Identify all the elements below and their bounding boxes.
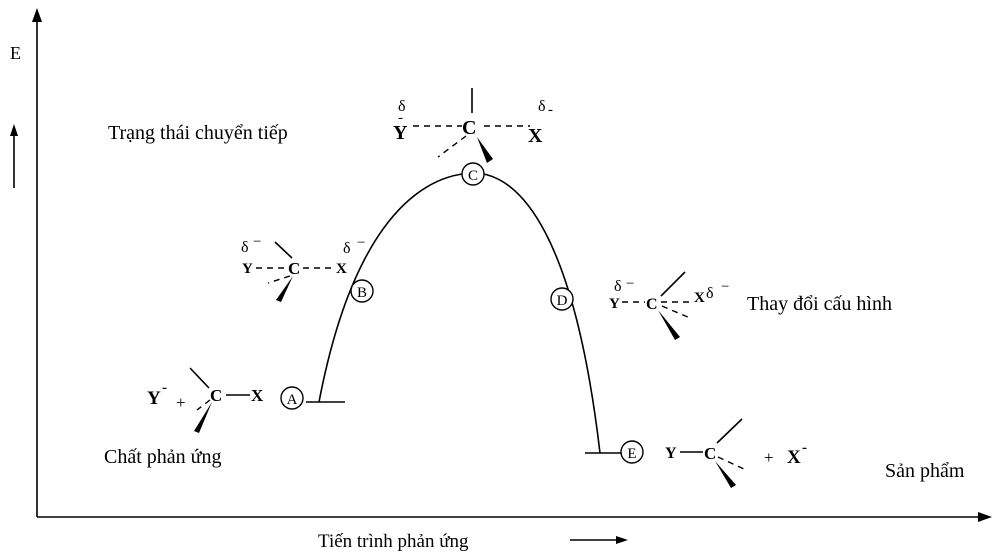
d-wedge	[658, 310, 680, 340]
transition-state-label: Trạng thái chuyển tiếp	[108, 122, 288, 144]
d-minus-y: −	[626, 276, 634, 292]
reactant-bond-up	[189, 367, 210, 389]
ts-x: X	[528, 125, 543, 147]
configuration-change-label: Thay đổi cấu hình	[747, 293, 892, 315]
y-axis-label: E	[10, 43, 21, 63]
b-c: C	[288, 259, 300, 278]
point-a-marker: A	[280, 386, 304, 410]
product-x: X	[787, 447, 801, 468]
ts-minus-y: -	[398, 110, 403, 126]
point-e-marker: E	[620, 440, 644, 464]
product-bond-up	[716, 418, 743, 444]
reactant-x: X	[251, 386, 264, 405]
b-minus-y: −	[253, 234, 261, 250]
d-bond-dash	[661, 305, 691, 319]
reactant-plus: +	[176, 393, 186, 412]
ts-delta-x: δ	[538, 98, 546, 115]
reactant-wedge	[194, 402, 212, 433]
x-direction-arrowhead	[616, 536, 628, 544]
point-b-marker: B	[350, 279, 374, 303]
reactant-bond-dash	[196, 399, 211, 411]
point-c-label: C	[468, 168, 478, 184]
b-y: Y	[242, 261, 253, 277]
point-a-label: A	[287, 392, 298, 408]
b-minus-x: −	[357, 235, 365, 251]
y-axis-arrowhead	[32, 8, 42, 22]
y-direction-arrowhead	[10, 124, 18, 136]
b-delta-y: δ	[241, 239, 249, 256]
product-x-charge: -	[802, 440, 807, 456]
ts-c: C	[462, 117, 476, 139]
energy-curve	[318, 172, 601, 454]
x-axis-label: Tiến trình phản ứng	[318, 531, 469, 552]
d-minus-x: −	[721, 279, 729, 295]
point-b-label: B	[357, 285, 367, 301]
ts-delta-y: δ	[398, 98, 406, 115]
ts-wedge	[477, 137, 493, 163]
product-structure: Y C + X -	[665, 418, 807, 488]
d-c: C	[646, 296, 658, 313]
reactant-c: C	[210, 386, 222, 405]
point-d-marker: D	[550, 287, 574, 311]
product-wedge	[715, 461, 736, 488]
b-bond-up	[274, 241, 293, 259]
ts-minus-x: -	[548, 102, 553, 118]
d-y: Y	[609, 296, 620, 312]
product-plus: +	[764, 448, 774, 467]
product-bond-dash	[717, 456, 747, 471]
b-wedge	[276, 276, 293, 302]
b-bond-dash	[267, 275, 291, 284]
ts-y: Y	[393, 122, 408, 144]
point-e-label: E	[627, 446, 636, 462]
ts-bond-dash	[437, 135, 467, 158]
d-bond-up	[660, 271, 686, 297]
products-label: Sản phẩm	[885, 460, 965, 482]
point-c-marker: C	[461, 162, 485, 186]
transition-structure: δ - Y C X δ -	[393, 88, 553, 163]
d-x: X	[694, 290, 705, 306]
point-b-structure: δ − Y C X δ −	[241, 234, 365, 302]
b-x: X	[336, 261, 347, 277]
reactants-label: Chất phản ứng	[104, 446, 222, 468]
point-d-label: D	[557, 293, 568, 309]
reactant-y: Y	[147, 388, 161, 409]
product-y: Y	[665, 445, 677, 462]
d-delta-x: δ	[706, 285, 714, 302]
d-delta-y: δ	[614, 278, 622, 295]
product-c: C	[704, 444, 716, 463]
reactant-y-charge: -	[162, 380, 167, 396]
x-axis-arrowhead	[978, 512, 992, 522]
b-delta-x: δ	[343, 240, 351, 257]
point-d-structure: δ − Y C X δ −	[609, 271, 729, 340]
reactant-structure: Y - + C X	[147, 367, 264, 433]
